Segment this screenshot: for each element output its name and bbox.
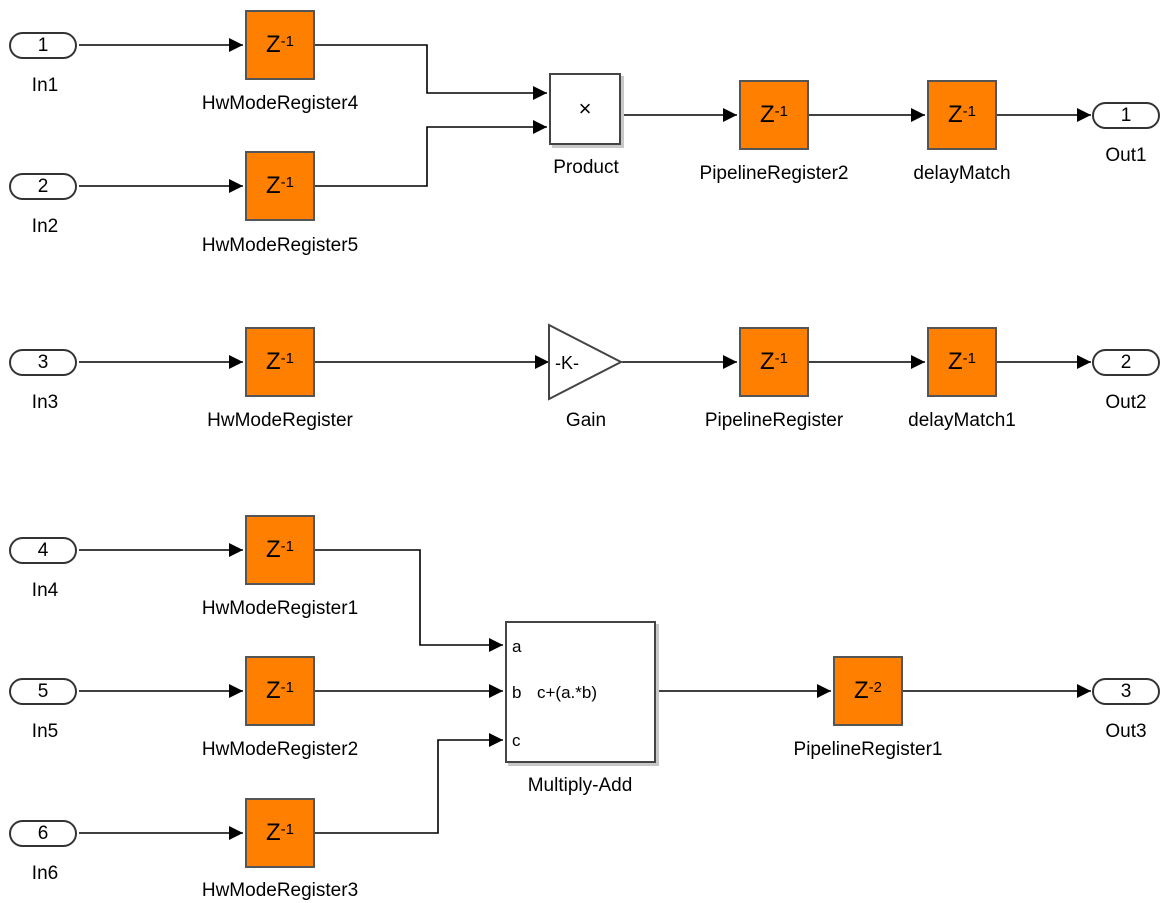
inport-in1[interactable]: 1: [9, 32, 77, 59]
delay-label: PipelineRegister2: [699, 163, 849, 184]
gain-block[interactable]: -K-: [548, 323, 624, 401]
port-label-c: c: [512, 731, 521, 750]
delay-block-delaymatch1[interactable]: Z-1: [927, 327, 997, 397]
inport-number: 2: [37, 175, 49, 197]
delay-z: Z: [265, 348, 281, 375]
delay-block-hwmoderegister2[interactable]: Z-1: [245, 656, 315, 726]
multiply-add-label: Multiply-Add: [527, 775, 633, 796]
delay-label: PipelineRegister: [704, 410, 844, 431]
multiply-add-expression: c+(a.*b): [537, 683, 597, 702]
line-hw5-product: [315, 120, 547, 187]
outport-number: 1: [1120, 104, 1132, 126]
delay-label: HwModeRegister: [207, 410, 353, 431]
port-label-b: b: [512, 683, 522, 702]
delay-exponent: -1: [280, 820, 294, 838]
delay-label: delayMatch1: [908, 410, 1016, 431]
delay-block-delaymatch[interactable]: Z-1: [927, 80, 997, 150]
delay-exponent: -1: [280, 349, 294, 367]
inport-label: In5: [31, 721, 59, 742]
delay-block-hwmoderegister1[interactable]: Z-1: [245, 515, 315, 585]
inport-number: 4: [37, 539, 49, 561]
delay-z: Z: [947, 101, 963, 128]
inport-in4[interactable]: 4: [9, 537, 77, 564]
outport-number: 3: [1120, 680, 1132, 702]
line-hw1-madd: [315, 549, 503, 652]
inport-in3[interactable]: 3: [9, 349, 77, 376]
multiply-add-block[interactable]: a b c c+(a.*b): [505, 621, 656, 763]
product-symbol: ×: [578, 96, 592, 121]
inport-in6[interactable]: 6: [9, 820, 77, 847]
delay-z: Z: [853, 677, 869, 704]
delay-z: Z: [265, 31, 281, 58]
outport-label: Out1: [1105, 145, 1147, 166]
gain-label: Gain: [565, 410, 607, 431]
delay-exponent: -1: [280, 173, 294, 191]
outport-label: Out3: [1105, 721, 1147, 742]
inport-label: In3: [31, 392, 59, 413]
delay-block-hwmoderegister[interactable]: Z-1: [245, 327, 315, 397]
delay-z: Z: [759, 348, 775, 375]
delay-label: HwModeRegister5: [201, 235, 359, 256]
delay-label: HwModeRegister1: [201, 598, 359, 619]
delay-z: Z: [265, 536, 281, 563]
delay-block-hwmoderegister5[interactable]: Z-1: [245, 151, 315, 221]
inport-in5[interactable]: 5: [9, 678, 77, 705]
delay-exponent: -1: [962, 102, 976, 120]
inport-number: 3: [37, 351, 49, 373]
delay-z: Z: [947, 348, 963, 375]
inport-number: 6: [37, 822, 49, 844]
inport-number: 5: [37, 680, 49, 702]
outport-out3[interactable]: 3: [1092, 678, 1160, 705]
delay-block-pipelineregister2[interactable]: Z-1: [739, 80, 809, 150]
delay-label: PipelineRegister1: [793, 739, 943, 760]
outport-out2[interactable]: 2: [1092, 349, 1160, 376]
inport-label: In4: [31, 580, 59, 601]
delay-block-pipelineregister[interactable]: Z-1: [739, 327, 809, 397]
delay-z: Z: [265, 677, 281, 704]
outport-label: Out2: [1105, 392, 1147, 413]
line-hw4-product: [315, 44, 547, 100]
delay-exponent: -1: [280, 537, 294, 555]
delay-block-pipelineregister1[interactable]: Z-2: [833, 656, 903, 726]
outport-out1[interactable]: 1: [1092, 102, 1160, 129]
delay-block-hwmoderegister4[interactable]: Z-1: [245, 10, 315, 80]
inport-number: 1: [37, 34, 49, 56]
product-label: Product: [553, 157, 619, 178]
delay-label: delayMatch: [913, 163, 1011, 184]
inport-label: In6: [31, 863, 59, 884]
delay-label: HwModeRegister4: [201, 93, 359, 114]
delay-exponent: -1: [280, 678, 294, 696]
delay-label: HwModeRegister2: [201, 739, 359, 760]
line-hw3-madd: [315, 733, 503, 834]
gain-symbol: -K-: [555, 353, 579, 373]
product-block[interactable]: ×: [549, 73, 621, 145]
inport-label: In1: [31, 75, 59, 96]
delay-z: Z: [265, 172, 281, 199]
delay-label: HwModeRegister3: [201, 880, 359, 901]
delay-z: Z: [265, 819, 281, 846]
delay-exponent: -2: [868, 678, 882, 696]
delay-exponent: -1: [962, 349, 976, 367]
delay-exponent: -1: [774, 102, 788, 120]
delay-exponent: -1: [774, 349, 788, 367]
outport-number: 2: [1120, 351, 1132, 373]
port-label-a: a: [512, 637, 522, 656]
inport-in2[interactable]: 2: [9, 173, 77, 200]
inport-label: In2: [31, 216, 59, 237]
delay-z: Z: [759, 101, 775, 128]
delay-exponent: -1: [280, 32, 294, 50]
delay-block-hwmoderegister3[interactable]: Z-1: [245, 798, 315, 868]
